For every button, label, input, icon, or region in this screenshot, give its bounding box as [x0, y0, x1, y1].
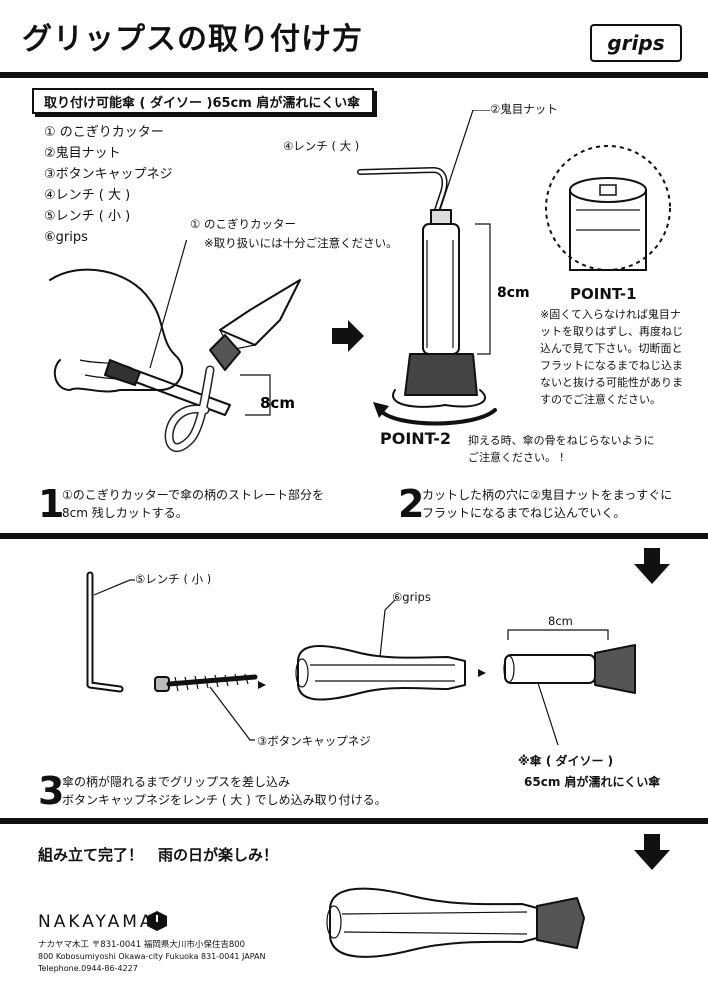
umbrella-note-2: 65cm 肩が濡れにくい傘	[524, 775, 661, 789]
point2-title: POINT-2	[380, 429, 452, 448]
complete-message: 組み立て完了！ 雨の日が楽しみ！	[38, 846, 279, 864]
grips-logo: grips	[590, 24, 682, 62]
point1-text: ※固くて入らなければ鬼目ナ ットを取りはずし、再度ねじ 込んで見て下さい。切断面…	[540, 308, 683, 406]
part-item: ④レンチ ( 大 )	[44, 188, 131, 203]
saw-callout-title: ① のこぎりカッター	[190, 217, 296, 231]
address-en: 800 Kobosumiyoshi Okawa-city Fukuoka 831…	[38, 952, 266, 961]
point1-detail-circle	[545, 145, 671, 271]
address-jp: ナカヤマ木工 〒831-0041 福岡県大川市小保住吉800	[38, 940, 246, 950]
step2-text: カットした柄の穴に②鬼目ナットをまっすぐに フラットになるまでねじ込んでいく。	[422, 488, 673, 520]
assembly-illustration	[86, 571, 636, 745]
top-divider	[0, 72, 708, 78]
step2-number: 2	[398, 482, 425, 526]
cutting-illustration: 8cm	[49, 240, 301, 452]
large-wrench-label: ④レンチ ( 大 )	[283, 139, 360, 153]
nut-label: ②鬼目ナット	[490, 102, 558, 116]
point1-title: POINT-1	[570, 285, 637, 303]
parts-list: ① のこぎりカッター ②鬼目ナット ③ボタンキャップネジ ④レンチ ( 大 ) …	[44, 122, 173, 248]
part-item: ⑥grips	[44, 230, 88, 245]
point2-text: 抑える時、傘の骨をねじらないように ご注意ください。 !	[468, 434, 655, 464]
finished-grip-illustration	[326, 887, 585, 958]
small-wrench-label: ⑤レンチ ( 小 )	[135, 572, 212, 586]
screw-label: ③ボタンキャップネジ	[257, 734, 371, 748]
part-item: ① のこぎりカッター	[44, 125, 164, 140]
step3-text: 傘の柄が隠れるまでグリップスを差し込み ボタンキャップネジをレンチ ( 大 ) …	[62, 775, 387, 807]
step1-text: ①のこぎりカッターで傘の柄のストレート部分を 8cm 残しカットする。	[62, 488, 325, 520]
grips-label: ⑥grips	[392, 590, 431, 604]
nut-insertion-illustration: 8cm	[357, 110, 530, 426]
umbrella-note-1: ※傘 ( ダイソー )	[518, 754, 614, 768]
step1-number: 1	[38, 482, 65, 526]
figure2-measure: 8cm	[497, 285, 530, 301]
down-arrow-icon	[634, 834, 670, 870]
part-item: ③ボタンキャップネジ	[44, 167, 173, 182]
part-item: ②鬼目ナット	[44, 146, 121, 161]
part-item: ⑤レンチ ( 小 )	[44, 209, 131, 224]
step3-number: 3	[38, 769, 65, 813]
telephone: Telephone.0944-86-4227	[38, 964, 138, 973]
middle-divider	[0, 533, 708, 539]
nakayama-logo-icon	[147, 911, 167, 931]
saw-callout-note: ※取り扱いには十分ご注意ください。	[204, 236, 398, 250]
down-arrow-icon	[634, 548, 670, 584]
figure3-measure: 8cm	[548, 614, 573, 628]
right-arrow-icon	[332, 320, 364, 352]
brand-name: NAKAYAMA	[38, 912, 155, 932]
figure1-measure: 8cm	[260, 394, 295, 412]
bottom-divider	[0, 818, 708, 824]
compatible-umbrella-label: 取り付け可能傘 ( ダイソー )65cm 肩が濡れにくい傘	[32, 88, 374, 114]
page-title: グリップスの取り付け方	[22, 22, 363, 57]
